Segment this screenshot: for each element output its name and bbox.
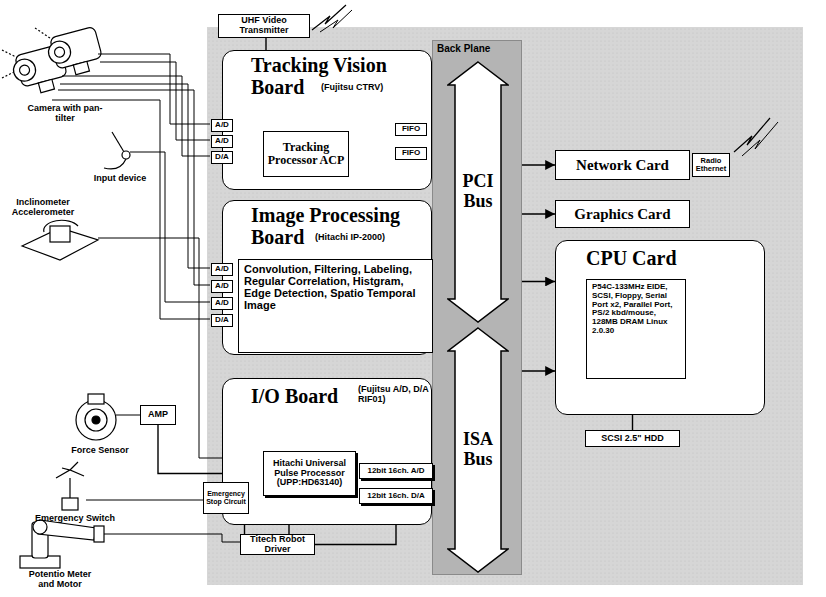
circuit-box: Emergency Stop Circuit	[203, 482, 249, 514]
node-title: FIFO	[402, 149, 420, 158]
node-title: A/D	[215, 282, 229, 291]
camera-icon	[2, 26, 105, 98]
device-label: Inclinometer Accelerometer	[2, 198, 84, 218]
chip-box: Hitachi Universal Pulse Processor (UPP:H…	[263, 451, 356, 496]
radio-bolt	[742, 122, 778, 156]
node-title: AMP	[148, 410, 168, 420]
port-box: A/D	[211, 263, 233, 276]
node-title: SCSI 2.5" HDD	[601, 434, 663, 444]
node-title: P54C-133MHz EIDE, SCSI, Floppy, Serial P…	[592, 283, 680, 336]
card-box: Network Card	[555, 150, 690, 180]
node-title: A/D	[215, 299, 229, 308]
board-box: Image Processing Board(Hitachi IP-2000)A…	[222, 200, 432, 355]
port-box: A/D	[211, 280, 233, 293]
node-title: FIFO	[402, 125, 420, 134]
device-label: Force Sensor	[55, 446, 145, 456]
node-subtitle: (Fujitsu CTRV)	[321, 83, 411, 93]
node-title: 12bit 16ch. A/D	[367, 467, 424, 476]
bus-arrow-outline	[448, 328, 508, 572]
transmitter-box: UHF Video Transmitter	[218, 14, 310, 38]
node-title: A/D	[215, 137, 229, 146]
amplifier-box: AMP	[140, 405, 176, 425]
node-title: UHF Video Transmitter	[221, 16, 307, 36]
node-title: 12bit 16ch. D/A	[367, 492, 424, 501]
fifo-box: FIFO	[395, 123, 427, 136]
node-title: A/D	[215, 121, 229, 130]
node-title: I/O Board	[251, 385, 361, 407]
fifo-box: FIFO	[395, 147, 427, 160]
bus-connector	[265, 38, 266, 50]
port-box: A/D	[211, 135, 233, 148]
device-label: Camera with pan-tilter	[25, 104, 105, 124]
node-title: Hitachi Universal Pulse Processor (UPP:H…	[266, 459, 353, 489]
emergency-switch-icon	[56, 462, 84, 510]
function-list-box: Convolution, Filtering, Labeling, Regula…	[238, 259, 433, 353]
node-title: A/D	[215, 265, 229, 274]
disk-box: SCSI 2.5" HDD	[585, 430, 680, 447]
bus-arrow: ISA Bus	[447, 327, 509, 573]
node-title: Titech Robot Driver	[243, 535, 312, 555]
processor-box: Tracking Processor ACP	[263, 131, 349, 177]
node-title: D/A	[215, 316, 229, 325]
spec-box: P54C-133MHz EIDE, SCSI, Floppy, Serial P…	[586, 279, 686, 379]
device-label: Emergency Switch	[30, 514, 120, 524]
node-title: Graphics Card	[574, 206, 670, 223]
node-title: Radio Ethernet	[695, 157, 727, 174]
board-box: Tracking Vision Board(Fujitsu CTRV)A/DA/…	[222, 50, 432, 190]
input-device-icon	[104, 132, 130, 169]
node-title: Network Card	[576, 157, 669, 174]
radio-bolt	[320, 10, 352, 32]
device-label: Input device	[80, 174, 160, 184]
card-box: CPU CardP54C-133MHz EIDE, SCSI, Floppy, …	[555, 240, 765, 415]
bus-arrow: PCI Bus	[447, 61, 509, 323]
bus-arrow-outline	[448, 62, 508, 322]
port-box: A/D	[211, 119, 233, 132]
force-sensor-icon	[76, 394, 116, 440]
node-subtitle: (Hitachi IP-2000)	[315, 233, 415, 243]
node-title: CPU Card	[586, 247, 756, 269]
node-title: PCI Bus	[456, 172, 500, 212]
port-box: A/D	[211, 297, 233, 310]
port-box: D/A	[211, 151, 233, 164]
converter-box: 12bit 16ch. D/A	[359, 488, 433, 504]
node-title: Convolution, Filtering, Labeling, Regula…	[244, 263, 427, 311]
robot-arm-icon	[20, 520, 104, 568]
device-label: Potentio Meter and Motor	[20, 570, 100, 590]
board-box: I/O Board(Fujitsu A/D, D/A RIF01) Hitachi…	[222, 378, 432, 525]
node-title: D/A	[215, 153, 229, 162]
node-subtitle: (Fujitsu A/D, D/A RIF01)	[358, 385, 430, 405]
port-box: D/A	[211, 314, 233, 327]
inclinometer-icon	[22, 220, 98, 260]
node-title: Emergency Stop Circuit	[206, 490, 246, 505]
radio-box: Radio Ethernet	[692, 153, 730, 177]
backplane-band: Back PlanePCI BusISA Bus	[432, 40, 522, 575]
bus-connector	[632, 415, 633, 430]
converter-box: 12bit 16ch. A/D	[359, 463, 433, 479]
rack-area	[207, 27, 803, 585]
node-title: Tracking Processor ACP	[266, 141, 346, 167]
node-title: ISA Bus	[456, 430, 500, 470]
driver-box: Titech Robot Driver	[240, 534, 315, 555]
card-box: Graphics Card	[555, 200, 690, 228]
node-title: Back Plane	[437, 43, 519, 54]
